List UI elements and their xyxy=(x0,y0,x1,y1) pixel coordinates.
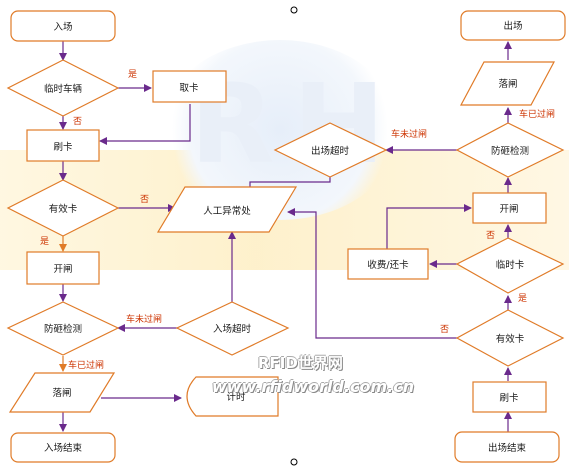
edge-validr-manual xyxy=(287,208,457,339)
node-valid-right: 有效卡 xyxy=(455,309,565,367)
handle-top xyxy=(290,6,298,14)
label-car-passed-right: 车已过闸 xyxy=(519,108,555,120)
node-valid-left-label: 有效卡 xyxy=(49,203,78,215)
node-open-right: 开闸 xyxy=(472,192,547,224)
node-timeout-in: 入场超时 xyxy=(175,301,290,356)
node-manual: 人工异常处 xyxy=(156,186,298,233)
edge-takecard-swipe xyxy=(99,104,191,145)
node-exit-label: 出场 xyxy=(503,20,522,32)
node-exit-end: 出场结束 xyxy=(454,431,560,463)
label-no-valid-left: 否 xyxy=(140,194,149,205)
handle-bottom xyxy=(290,458,298,466)
watermark-site-name: RFID世界网 xyxy=(258,354,343,372)
node-open-left: 开闸 xyxy=(26,251,100,285)
edge-charge-open xyxy=(386,204,472,249)
node-drop-left-label: 落闸 xyxy=(52,387,71,399)
label-no-temp-card: 否 xyxy=(486,230,495,241)
node-temp-vehicle-label: 临时车辆 xyxy=(44,83,83,95)
node-valid-right-label: 有效卡 xyxy=(496,333,525,345)
node-drop-right: 落闸 xyxy=(459,61,556,106)
label-yes-temp: 是 xyxy=(128,69,137,80)
label-car-not-passed-left: 车未过闸 xyxy=(126,313,162,325)
node-charge-label: 收费/还卡 xyxy=(367,259,409,271)
label-yes-valid-left: 是 xyxy=(40,236,49,247)
node-enter: 入场 xyxy=(10,10,116,42)
node-anti-left-label: 防砸检测 xyxy=(44,323,82,335)
node-exit: 出场 xyxy=(460,10,566,41)
node-timeout-out: 出场超时 xyxy=(273,122,388,178)
node-open-left-label: 开闸 xyxy=(53,263,72,275)
node-temp-card-label: 临时卡 xyxy=(496,259,525,271)
node-drop-right-label: 落闸 xyxy=(498,78,517,90)
node-take-card-label: 取卡 xyxy=(179,82,199,94)
node-open-right-label: 开闸 xyxy=(499,203,518,215)
node-enter-end: 入场结束 xyxy=(10,432,116,463)
node-valid-left: 有效卡 xyxy=(6,179,120,237)
node-swipe-right: 刷卡 xyxy=(472,381,547,413)
node-timer: 计时 xyxy=(186,376,279,417)
label-no-temp: 否 xyxy=(73,116,82,127)
node-temp-card: 临时卡 xyxy=(455,237,565,294)
node-enter-end-label: 入场结束 xyxy=(44,442,83,454)
watermark-site-url: www.rfidworld.com.cn xyxy=(212,377,415,396)
node-exit-end-label: 出场结束 xyxy=(488,442,527,454)
node-anti-right: 防砸检测 xyxy=(455,122,565,178)
node-anti-left: 防砸检测 xyxy=(6,301,120,356)
node-take-card: 取卡 xyxy=(152,70,227,103)
node-timeout-out-label: 出场超时 xyxy=(311,145,350,157)
label-yes-valid-right: 是 xyxy=(518,293,527,304)
node-timeout-in-label: 入场超时 xyxy=(213,323,252,335)
node-enter-label: 入场 xyxy=(53,22,72,33)
node-anti-right-label: 防砸检测 xyxy=(491,145,529,157)
node-drop-left: 落闸 xyxy=(8,372,116,413)
label-car-passed-left: 车已过闸 xyxy=(68,359,104,371)
node-temp-vehicle: 临时车辆 xyxy=(6,59,120,117)
node-swipe-left-label: 刷卡 xyxy=(53,141,73,153)
node-timer-label: 计时 xyxy=(226,391,246,403)
label-no-valid-right: 否 xyxy=(440,324,449,335)
node-swipe-right-label: 刷卡 xyxy=(499,392,519,404)
node-manual-label: 人工异常处 xyxy=(203,205,251,217)
node-charge: 收费/还卡 xyxy=(347,248,429,280)
label-car-not-passed-right: 车未过闸 xyxy=(391,128,427,140)
node-swipe-left: 刷卡 xyxy=(26,129,100,162)
